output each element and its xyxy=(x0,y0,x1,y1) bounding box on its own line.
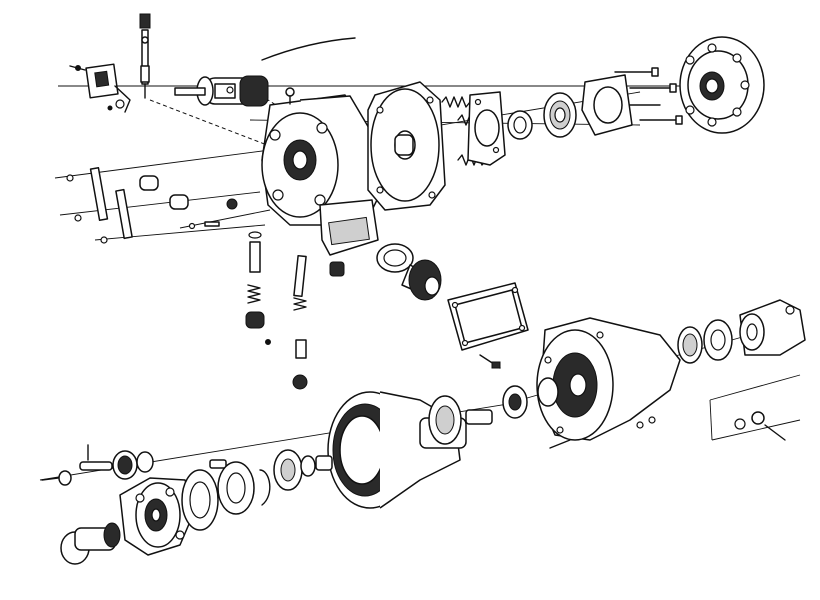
valve-assembly xyxy=(245,231,308,390)
solenoid-bracket xyxy=(69,63,131,113)
solenoid-assembly xyxy=(174,37,356,107)
input-shaft xyxy=(60,522,121,565)
bracket-links xyxy=(66,166,238,244)
annulus-ring-gear xyxy=(327,377,559,509)
pump-filter xyxy=(376,243,442,301)
solenoid-plunger xyxy=(139,13,151,99)
roller-cage xyxy=(217,449,333,515)
rear-casing xyxy=(536,317,681,449)
coupling-flange xyxy=(679,36,765,134)
drain-plug xyxy=(734,411,786,441)
adaptor-plate xyxy=(367,81,446,211)
rear-bearings xyxy=(677,319,733,364)
thrust-washer xyxy=(181,459,227,531)
gearbox-housing xyxy=(261,87,383,277)
sump-cover xyxy=(447,282,529,369)
planet-carrier xyxy=(119,477,196,556)
sun-wheel xyxy=(41,444,154,486)
bolt-set xyxy=(614,67,683,125)
output-yoke xyxy=(739,299,806,356)
front-bearing-retainer xyxy=(467,74,633,166)
